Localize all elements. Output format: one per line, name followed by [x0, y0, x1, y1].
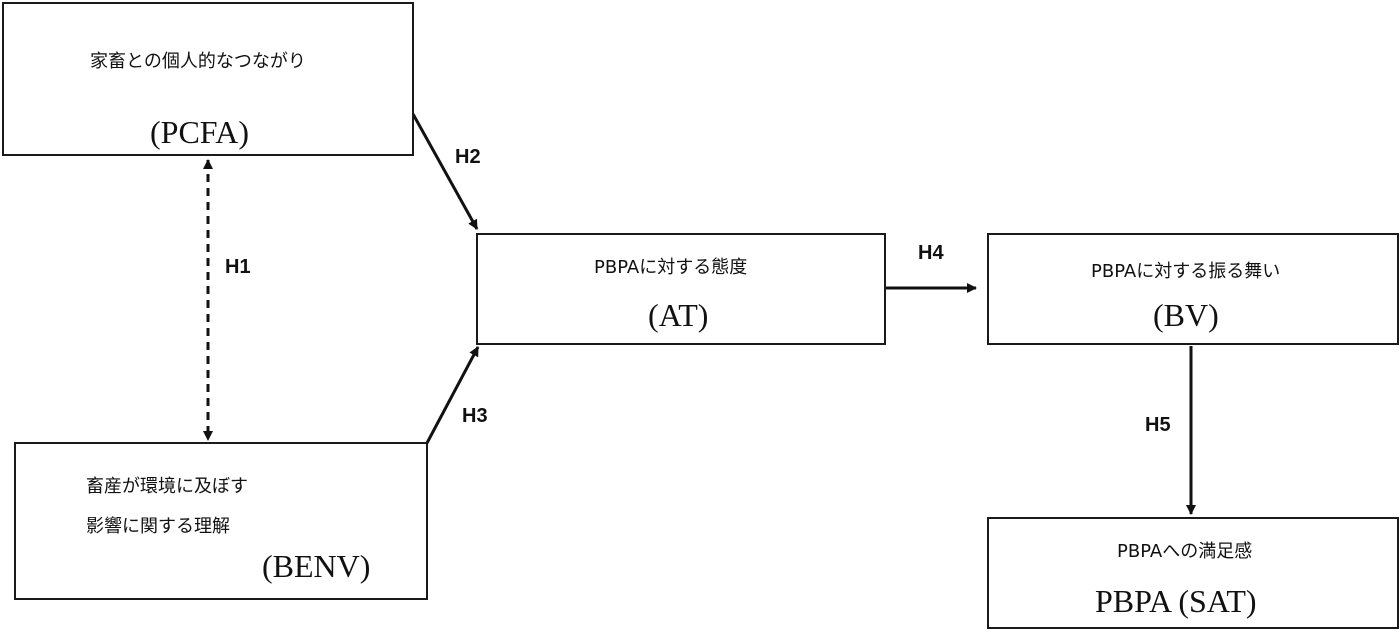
hypothesis-h3-label: H3	[462, 405, 488, 427]
node-bv-abbr: (BV)	[1153, 297, 1219, 333]
node-at-abbr: (AT)	[648, 297, 709, 333]
node-pcfa-abbr: (PCFA)	[150, 114, 249, 150]
node-bv-label: PBPAに対する振る舞い	[1091, 261, 1281, 282]
hypothesis-h2-label: H2	[455, 146, 481, 168]
node-pcfa: 家畜との個人的なつながり (PCFA)	[2, 2, 414, 156]
node-sat-abbr: PBPA (SAT)	[1095, 583, 1257, 619]
node-pcfa-label: 家畜との個人的なつながり	[90, 51, 306, 72]
node-benv-abbr: (BENV)	[262, 548, 371, 584]
node-benv: 畜産が環境に及ぼす 影響に関する理解 (BENV)	[14, 442, 428, 600]
h3-arrow	[425, 346, 480, 444]
node-sat: PBPAへの満足感 PBPA (SAT)	[987, 517, 1399, 629]
h2-arrow	[411, 113, 479, 230]
node-at-label: PBPAに対する態度	[594, 257, 748, 278]
hypothesis-h1-label: H1	[225, 256, 251, 278]
node-at: PBPAに対する態度 (AT)	[476, 233, 886, 345]
hypothesis-h4-label: H4	[918, 242, 944, 264]
node-sat-label: PBPAへの満足感	[1117, 541, 1253, 562]
hypothesis-h5-label: H5	[1145, 414, 1171, 436]
node-benv-label-line2: 影響に関する理解	[86, 516, 230, 537]
node-benv-label-line1: 畜産が環境に及ぼす	[86, 476, 248, 497]
node-bv: PBPAに対する振る舞い (BV)	[987, 233, 1399, 345]
